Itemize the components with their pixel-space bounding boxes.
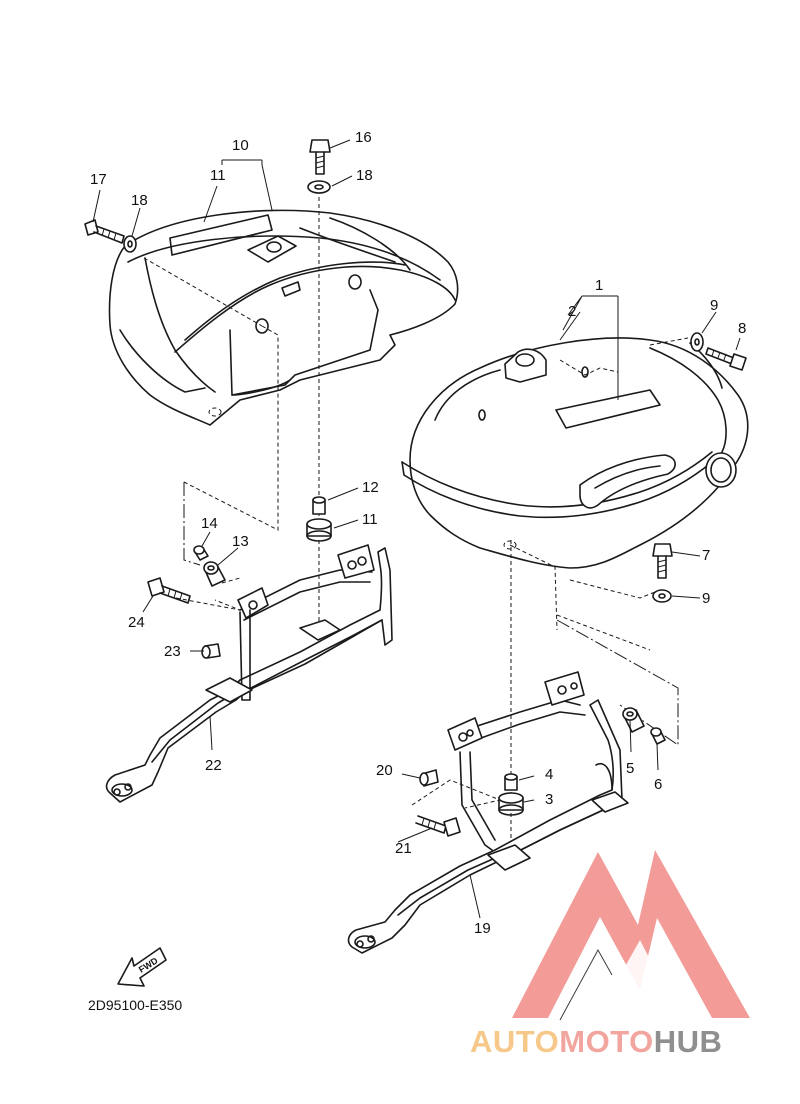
right-bracket-stay [347,671,629,954]
bolt-8-icon [705,347,747,371]
label-13: 12 [362,479,379,496]
watermark-auto: AUTO [470,1024,559,1059]
label-3: 3 [545,791,553,808]
label-20: 20 [376,762,393,779]
watermark-text: AUTOMOTOHUB [470,1024,722,1059]
label-8: 8 [738,320,746,337]
collar-13-icon [312,496,326,515]
washer-9-lower-icon [652,589,672,603]
damper-5-icon [622,707,645,733]
label-21: 21 [395,840,412,857]
label-18-left: 18 [131,192,148,209]
damper-12-icon [306,518,332,542]
assembly-guide-lines [143,190,689,850]
left-saddlebag-case [108,209,459,426]
bolt-17-icon [84,219,125,244]
damper-14-icon [203,561,226,587]
label-9-upper: 9 [710,297,718,314]
damper-3-icon [498,792,524,816]
label-19: 19 [474,920,491,937]
label-14: 13 [232,533,249,550]
label-17: 17 [90,171,107,188]
bolt-7-icon [652,543,673,579]
left-bracket-stay [105,544,393,803]
bolt-24-icon [147,577,191,604]
collar-6-icon [650,727,666,745]
label-2: 2 [568,303,576,320]
label-5: 5 [626,760,634,777]
collar-15-icon [193,545,209,561]
label-16: 16 [355,129,372,146]
washer-9-upper-icon [690,332,704,352]
bolt-16-icon [309,139,331,175]
screw-23-icon [201,643,221,659]
forward-direction-arrow-icon: FWD [117,947,167,987]
label-1: 1 [595,277,603,294]
automotohub-logo-icon [512,850,750,1021]
label-4: 4 [545,766,553,783]
label-10: 10 [232,137,249,154]
label-9-lower: 9 [702,590,710,607]
washer-18-left-icon [123,235,137,253]
label-7: 7 [702,547,710,564]
label-6: 6 [654,776,662,793]
right-saddlebag-case [401,337,749,569]
bolt-21-icon [415,815,461,837]
leader-lines [92,139,741,919]
part-number-labels: 10 11 1 2 17 18 16 18 9 8 7 9 12 11 14 1… [90,129,746,937]
label-18-top: 18 [356,167,373,184]
watermark-moto: MOTO [559,1024,653,1059]
watermark-hub: HUB [654,1024,723,1059]
washer-18-top-icon [307,180,331,194]
label-12: 11 [362,511,378,528]
screw-20-icon [419,769,439,787]
diagram-code: 2D95100-E350 [88,997,182,1013]
collar-4-icon [504,773,518,791]
label-22: 22 [205,757,222,774]
label-24: 24 [128,614,145,631]
label-15: 14 [201,515,218,532]
label-11: 11 [210,167,226,184]
label-23: 23 [164,643,181,660]
